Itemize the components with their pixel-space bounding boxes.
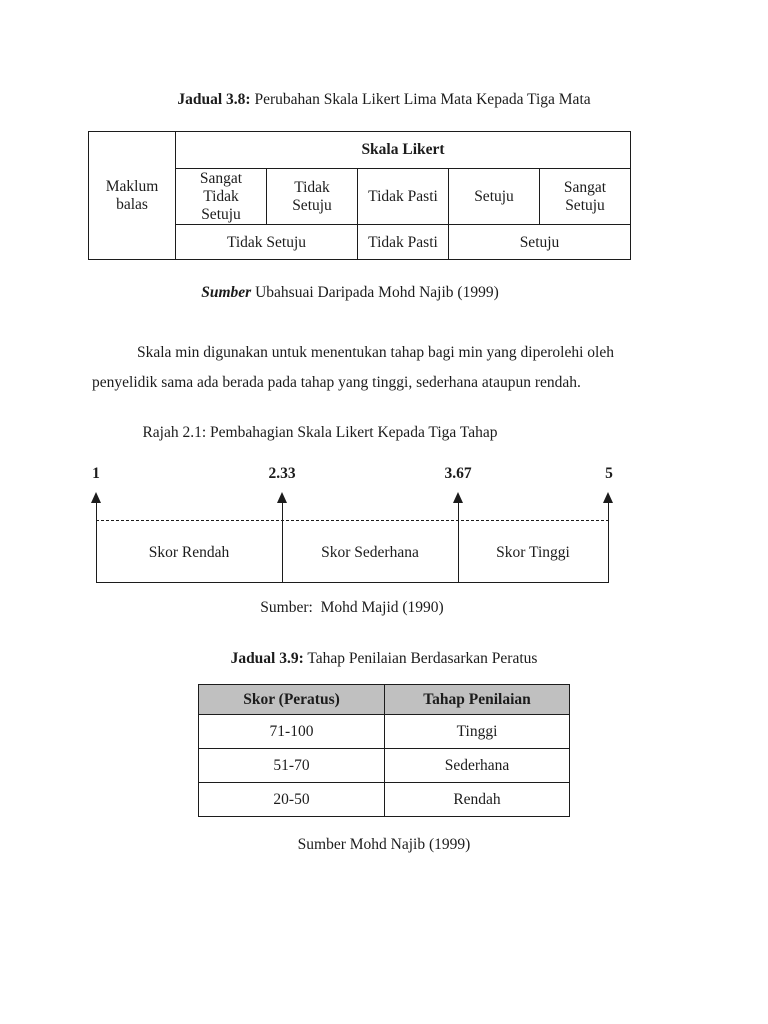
header-tahap-penilaian: Tahap Penilaian — [384, 684, 570, 715]
cell-skala-likert-header: Skala Likert — [175, 131, 631, 169]
table-3-8-caption-number: Jadual 3.8: — [177, 91, 251, 108]
cell-tidak-pasti: Tidak Pasti — [357, 167, 449, 226]
arrow-up-icon — [277, 492, 287, 503]
table-3-9-caption: Jadual 3.9: Tahap Penilaian Berdasarkan … — [0, 650, 768, 668]
vertical-axis-line — [282, 502, 283, 582]
cell-merged-tidak-pasti: Tidak Pasti — [357, 224, 449, 261]
cell-level: Sederhana — [384, 748, 570, 783]
cell-maklum-balas: Maklum balas — [88, 130, 176, 261]
percentage-level-table: Skor (Peratus) Tahap Penilaian 71-100 Ti… — [198, 684, 570, 817]
table-3-8-source: Sumber Ubahsuai Daripada Mohd Najib (199… — [78, 284, 622, 302]
source-text: Ubahsuai Daripada Mohd Najib (1999) — [251, 284, 499, 301]
tick-label-2-33: 2.33 — [268, 465, 296, 482]
body-paragraph-line-1: Skala min digunakan untuk menentukan tah… — [137, 344, 614, 361]
tick-label-5: 5 — [605, 465, 613, 482]
vertical-axis-line — [608, 502, 609, 582]
likert-scale-diagram: 1 2.33 3.67 5 Skor Rendah Skor Sederhana… — [91, 465, 613, 590]
cell-score-range: 71-100 — [198, 714, 385, 749]
cell-score-range: 51-70 — [198, 748, 385, 783]
vertical-axis-line — [96, 502, 97, 582]
table-3-8-caption: Jadual 3.8: Perubahan Skala Likert Lima … — [0, 91, 768, 109]
cell-level: Rendah — [384, 782, 570, 817]
cell-sangat-tidak-setuju: Sangat Tidak Setuju — [175, 167, 267, 226]
table-3-9-caption-text: Tahap Penilaian Berdasarkan Peratus — [303, 650, 538, 667]
figure-2-1-caption: Rajah 2.1: Pembahagian Skala Likert Kepa… — [142, 424, 498, 441]
header-skor-peratus: Skor (Peratus) — [198, 684, 385, 715]
tick-label-1: 1 — [92, 465, 100, 482]
cell-setuju: Setuju — [448, 167, 540, 226]
cell-tidak-setuju: Tidak Setuju — [266, 167, 358, 226]
table-row: 20-50 Rendah — [198, 782, 570, 817]
table-3-8-caption-text: Perubahan Skala Likert Lima Mata Kepada … — [250, 91, 591, 108]
arrow-up-icon — [453, 492, 463, 503]
segment-label-skor-tinggi: Skor Tinggi — [496, 544, 570, 561]
cell-level: Tinggi — [384, 714, 570, 749]
vertical-axis-line — [458, 502, 459, 582]
diagram-baseline — [96, 582, 609, 583]
table-row: 71-100 Tinggi — [198, 714, 570, 749]
table-3-9-caption-number: Jadual 3.9: — [230, 650, 304, 667]
cell-merged-tidak-setuju: Tidak Setuju — [175, 224, 358, 261]
figure-2-1-source: Sumber: Mohd Majid (1990) — [260, 599, 444, 616]
cell-merged-setuju: Setuju — [448, 224, 631, 261]
tick-label-3-67: 3.67 — [444, 465, 472, 482]
cell-sangat-setuju: Sangat Setuju — [539, 167, 631, 226]
dashed-horizontal-line — [96, 520, 609, 521]
segment-label-skor-rendah: Skor Rendah — [148, 544, 230, 561]
arrow-up-icon — [603, 492, 613, 503]
table-row: 51-70 Sederhana — [198, 748, 570, 783]
arrow-up-icon — [91, 492, 101, 503]
table-3-9-source: Sumber Mohd Najib (1999) — [297, 836, 471, 853]
cell-score-range: 20-50 — [198, 782, 385, 817]
likert-scale-table: Maklum balas Skala Likert Sangat Tidak S… — [88, 130, 631, 261]
source-word: Sumber — [201, 284, 252, 301]
segment-label-skor-sederhana: Skor Sederhana — [321, 544, 419, 561]
body-paragraph-line-2: penyelidik sama ada berada pada tahap ya… — [92, 374, 581, 391]
